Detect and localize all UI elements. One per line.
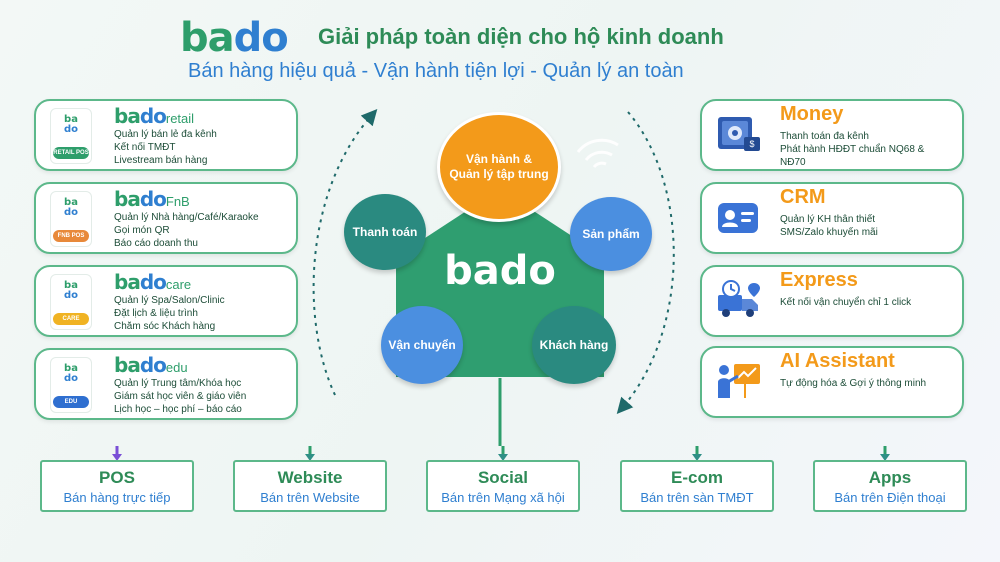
channel-description: Bán trên Điện thoại [834,490,946,505]
delivery-truck-icon [718,280,760,317]
channel-ecom[interactable]: E-com Bán trên sàn TMĐT [620,460,774,512]
bubble-shipping[interactable]: Vận chuyển [381,306,463,384]
channel-name: POS [99,468,135,487]
feature-title: CRM [780,186,826,208]
header: bado Giải pháp toàn diện cho hộ kinh doa… [180,10,840,82]
channel-name: Apps [868,468,912,487]
product-name: badoretail [114,104,195,128]
channel-apps[interactable]: Apps Bán trên Điện thoại [813,460,967,512]
channel-social[interactable]: Social Bán trên Mạng xã hội [426,460,580,512]
channel-description: Bán trên sàn TMĐT [640,490,754,505]
bubble-payment[interactable]: Thanh toán [344,194,426,270]
channel-name: E-com [671,468,723,487]
bado-logo: bado [180,15,289,61]
feature-card-express[interactable]: Express Kết nối vận chuyển chỉ 1 click [700,265,964,337]
central-bado-logo: bado [444,248,556,294]
channel-description: Bán hàng trực tiếp [63,490,171,505]
cycle-arrow-left [312,109,378,396]
svg-text:$: $ [749,139,754,149]
channel-website[interactable]: Website Bán trên Website [233,460,387,512]
product-name: badocare [114,270,192,294]
channel-description: Bán trên Website [260,490,360,505]
bubble-operations-management[interactable]: Vận hành &Quản lý tập trung [437,112,561,222]
presenter-board-icon [718,364,760,398]
feature-description: Kết nối vận chuyển chỉ 1 click [780,297,912,308]
contact-card-icon [718,203,758,233]
channel-description: Bán trên Mạng xã hội [441,490,565,505]
product-name: badoFnB [114,187,190,211]
money-safe-icon: $ [718,117,760,151]
header-subtitle: Bán hàng hiệu quả - Vận hành tiện lợi - … [188,60,684,82]
feature-title: Express [780,269,858,291]
header-title: Giải pháp toàn diện cho hộ kinh doanh [318,24,724,49]
bubble-customer[interactable]: Khách hàng [532,306,616,384]
feature-title: Money [780,103,844,125]
channel-pos[interactable]: POS Bán hàng trực tiếp [40,460,194,512]
channel-name: Social [477,468,529,487]
signal-icon [576,138,619,169]
feature-title: AI Assistant [780,350,895,372]
channel-name: Website [277,468,343,487]
feature-description: Tự động hóa & Gợi ý thông minh [780,378,927,389]
feature-card-ai-assistant[interactable]: AI Assistant Tự động hóa & Gợi ý thông m… [700,346,964,418]
bubble-product[interactable]: Sản phẩm [570,197,652,271]
product-name: badoedu [114,353,188,377]
